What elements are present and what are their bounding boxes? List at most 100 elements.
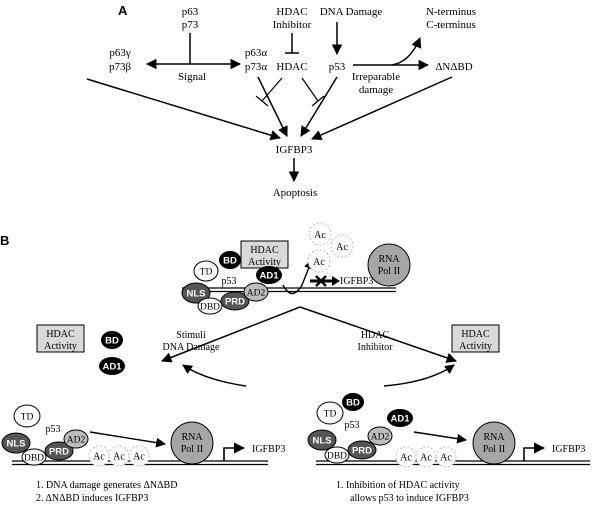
bl-ac-3 bbox=[128, 445, 150, 467]
block-x-2 bbox=[315, 275, 327, 287]
dna-damage-b-label: DNA Damage bbox=[163, 342, 220, 353]
br-nls-label: NLS bbox=[313, 436, 332, 447]
left-hdac-label: HDAC bbox=[46, 329, 75, 340]
stimuli-label: Stimuli bbox=[176, 330, 206, 341]
top-td-label: TD bbox=[200, 268, 213, 278]
br-td-label: TD bbox=[324, 410, 337, 420]
top-ac-2-label: Ac bbox=[336, 242, 348, 253]
stimuli-branch-arrow bbox=[161, 306, 301, 363]
top-ad1-domain bbox=[256, 266, 282, 284]
p63g-to-igfbp3-arrow bbox=[86, 78, 282, 141]
bl-td-domain bbox=[13, 404, 41, 428]
left-bd-domain bbox=[101, 331, 123, 349]
hdac-inhibitor-b-label-1: HDAC bbox=[361, 330, 390, 341]
br-rna-label: RNA bbox=[483, 432, 505, 443]
right-hdac-label: HDAC bbox=[461, 329, 490, 340]
br-nls-domain bbox=[307, 429, 337, 451]
bl-nls-label: NLS bbox=[7, 439, 26, 450]
left-ad1-domain bbox=[99, 357, 125, 375]
bl-dbd-label: DBD bbox=[24, 454, 44, 464]
top-nls-domain bbox=[181, 282, 211, 304]
left-bd-label: BD bbox=[105, 336, 119, 347]
br-ac-3-label: Ac bbox=[440, 453, 452, 464]
bl-promoter-arrow bbox=[223, 442, 246, 461]
top-ac-1 bbox=[308, 222, 332, 246]
hdac-label: HDAC bbox=[276, 61, 307, 73]
bl-prd-domain bbox=[44, 441, 74, 461]
bl-ad2-label: AD2 bbox=[67, 436, 86, 446]
release-hdac-right-arrow bbox=[383, 364, 455, 387]
top-ac-2 bbox=[330, 234, 354, 258]
panel-b-label: B bbox=[0, 233, 9, 248]
p73-label: p73 bbox=[182, 19, 199, 31]
p53-to-igfbp3-arrow bbox=[300, 76, 338, 137]
top-ad2-domain bbox=[243, 282, 269, 302]
br-ad2-domain bbox=[367, 426, 393, 446]
bl-pol-label: Pol II bbox=[181, 444, 204, 455]
panel-a-label: A bbox=[118, 3, 128, 18]
bl-ac-1-label: Ac bbox=[93, 452, 105, 463]
bl-ac-3-label: Ac bbox=[133, 452, 145, 463]
top-p53-label: p53 bbox=[222, 276, 237, 287]
top-promoter-arrowhead bbox=[332, 276, 340, 286]
n-terminus-label: N-terminus bbox=[426, 6, 476, 18]
top-activity-label: Activity bbox=[248, 257, 281, 268]
br-ac-1-label: Ac bbox=[400, 453, 412, 464]
bottom-left-complex: TD p53 NLS DBD PRD AD2 Ac Ac Ac RNA Pol … bbox=[1, 404, 285, 504]
bl-recruit-arrow bbox=[89, 431, 166, 448]
left-ad1-label: AD1 bbox=[102, 362, 122, 373]
br-recruit-arrow bbox=[413, 431, 467, 444]
top-ac-3-label: Ac bbox=[313, 257, 325, 268]
top-dbd-domain bbox=[197, 297, 223, 315]
br-ad2-label: AD2 bbox=[371, 433, 390, 443]
top-igfbp3-label: IGFBP3 bbox=[340, 276, 373, 287]
p63a-to-igfbp3-arrow bbox=[257, 76, 288, 137]
bl-rna-pol-ii bbox=[170, 421, 214, 465]
bl-ac-2-label: Ac bbox=[113, 452, 125, 463]
c-terminus-label: C-terminus bbox=[426, 19, 476, 31]
br-rna-pol-ii bbox=[472, 421, 516, 465]
bl-nls-domain bbox=[1, 432, 31, 454]
hdac-inhibitor-label-1: HDAC bbox=[276, 6, 307, 18]
bl-note-2: 2. ΔNΔBD induces IGFBP3 bbox=[36, 493, 148, 504]
top-nls-label: NLS bbox=[187, 289, 206, 300]
top-dbd-label: DBD bbox=[200, 303, 220, 313]
top-bd-domain bbox=[219, 251, 241, 269]
hdac-inhibitor-label-2: Inhibitor bbox=[273, 19, 312, 31]
top-ac-1-label: Ac bbox=[314, 230, 326, 241]
bl-dbd-domain bbox=[21, 448, 47, 466]
p63-alpha-label: p63α bbox=[245, 47, 268, 59]
br-bd-label: BD bbox=[346, 398, 360, 409]
bl-prd-label: PRD bbox=[49, 447, 69, 458]
br-ad1-domain bbox=[387, 409, 413, 427]
dnabd-label: ΔNΔBD bbox=[435, 61, 472, 73]
a-igfbp3-label: IGFBP3 bbox=[276, 144, 313, 156]
br-prd-label: PRD bbox=[352, 446, 372, 457]
damage-label: damage bbox=[359, 84, 393, 96]
hdac-inhibits-p53-bar bbox=[311, 95, 325, 107]
deacetylation-arrow bbox=[282, 259, 314, 295]
right-activity-label: Activity bbox=[459, 341, 492, 352]
dna-damage-label: DNA Damage bbox=[320, 6, 383, 18]
left-hdac-activity-box bbox=[36, 324, 85, 353]
br-ad1-label: AD1 bbox=[390, 414, 410, 425]
top-hdac-label: HDAC bbox=[250, 245, 279, 256]
top-ad1-label: AD1 bbox=[259, 271, 279, 282]
apoptosis-label: Apoptosis bbox=[273, 187, 318, 199]
br-dbd-label: DBD bbox=[327, 452, 347, 462]
br-note-2: allows p53 to induce IGFBP3 bbox=[350, 493, 469, 504]
hdac-inhibits-p63a-line bbox=[261, 77, 283, 102]
top-hdac-activity-box bbox=[240, 240, 289, 269]
hdac-inhibits-p53-line bbox=[301, 77, 319, 102]
irreparable-label: Irreparable bbox=[352, 71, 400, 83]
top-rna-pol-ii bbox=[367, 243, 411, 287]
p63-gamma-label: p63γ bbox=[109, 47, 131, 59]
top-rna-label: RNA bbox=[378, 254, 400, 265]
br-promoter-arrow bbox=[523, 442, 546, 461]
br-note-1: 1. Inhibition of HDAC activity bbox=[336, 480, 460, 491]
top-ac-3 bbox=[307, 249, 331, 273]
br-igfbp3-label: IGFBP3 bbox=[552, 444, 585, 455]
br-ac-2-label: Ac bbox=[420, 453, 432, 464]
hdac-inhibitor-b-label-2: Inhibitor bbox=[358, 342, 394, 353]
